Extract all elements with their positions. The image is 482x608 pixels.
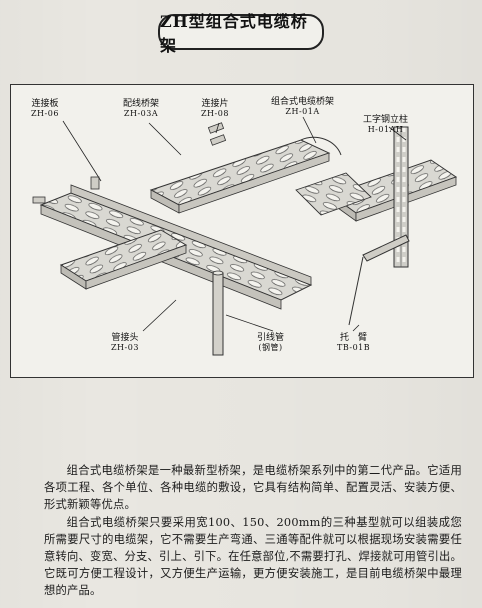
label-i-beam-column: 工字钢立柱 H-01AH [363, 115, 409, 134]
paragraph-2: 组合式电缆桥架只要采用宽100、150、200mm的三种基型就可以组装成您所需要… [44, 515, 462, 598]
product-illustration: 连接板 ZH-06 配线桥架 ZH-03A 连接片 ZH-08 组合式电缆桥架 … [10, 84, 474, 378]
lead-pipe [212, 270, 224, 356]
cable-tray-drawing [32, 116, 458, 356]
label-combined-tray: 组合式电缆桥架 ZH-01A [271, 97, 335, 116]
connector-plate-part [32, 176, 100, 204]
label-connector-piece: 连接片 ZH-08 [201, 99, 229, 118]
label-lead-pipe: 引线管 (钢管) [257, 333, 285, 352]
connector-piece-part [207, 122, 227, 146]
page-title-box: ZH型组合式电缆桥架 [158, 12, 324, 55]
paragraph-1: 组合式电缆桥架是一种最新型桥架，是电缆桥架系列中的第二代产品。它适用各项工程、各… [44, 464, 462, 512]
leader-lines [62, 116, 407, 332]
page-title: ZH型组合式电缆桥架 [160, 12, 308, 55]
tray-upper [149, 136, 342, 214]
i-beam-column [393, 126, 409, 268]
tray-branch-left [59, 229, 188, 290]
product-description: 组合式电缆桥架是一种最新型桥架，是电缆桥架系列中的第二代产品。它适用各项工程、各… [44, 462, 462, 600]
label-wiring-tray: 配线桥架 ZH-03A [123, 99, 160, 118]
label-cantilever-arm: 托 臂 TB-01B [337, 333, 371, 352]
label-connector-plate: 连接板 ZH-06 [31, 99, 59, 118]
cantilever-arm [348, 234, 410, 326]
tray-right [295, 159, 458, 222]
label-pipe-joint: 管接头 ZH-03 [111, 333, 139, 352]
